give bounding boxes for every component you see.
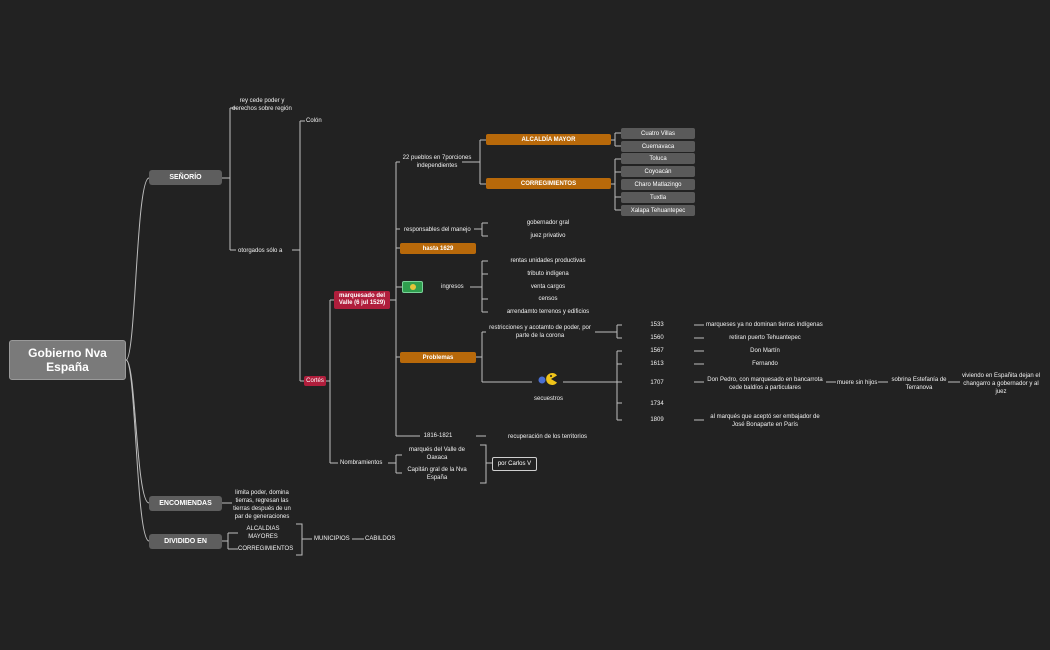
dividido-node[interactable]: DIVIDIDO EN — [149, 534, 222, 549]
responsable-item[interactable]: gobernador gral — [526, 220, 570, 226]
alcaldia-item[interactable]: Cuernavaca — [621, 141, 695, 152]
municipios-node[interactable]: MUNICIPIOS — [314, 536, 350, 542]
colon-node[interactable]: Colón — [306, 118, 322, 124]
responsable-item[interactable]: juez privativo — [530, 233, 566, 239]
secuestro-item[interactable]: Fernando — [752, 361, 778, 367]
encomiendas-node[interactable]: ENCOMIENDAS — [149, 496, 222, 511]
corregimiento-item[interactable]: Tuxtla — [621, 192, 695, 203]
year-label[interactable]: 1560 — [650, 335, 664, 341]
pueblos-node[interactable]: 22 pueblos en 7porciones independientes — [402, 155, 472, 169]
year-label[interactable]: 1613 — [650, 361, 664, 367]
alcaldia-mayor-node[interactable]: ALCALDÍA MAYOR — [486, 134, 611, 145]
carlos-v-node[interactable]: por Carlos V — [492, 457, 537, 471]
year-label[interactable]: 1734 — [650, 401, 664, 407]
responsables-node[interactable]: responsables del manejo — [404, 227, 471, 233]
pacman-icon — [537, 372, 559, 386]
restricciones-node[interactable]: restricciones y acotamto de poder, por p… — [489, 325, 591, 339]
marquesado-node[interactable]: marquesado del Valle (6 jul 1529) — [334, 291, 390, 309]
secuestros-node[interactable]: secuestros — [534, 396, 564, 402]
years-1816-node[interactable]: 1816-1821 — [423, 433, 453, 439]
corregimiento-item[interactable]: Charo Matlazingo — [621, 179, 695, 190]
rey-node[interactable]: rey cede poder y derechos sobre región — [232, 98, 292, 112]
viviendo-node[interactable]: viviendo en Españita dejan el changarro … — [961, 373, 1041, 395]
problemas-node[interactable]: Problemas — [400, 352, 476, 363]
ingreso-item[interactable]: tributo indígena — [527, 271, 569, 277]
secuestro-item[interactable]: Don Martín — [750, 348, 780, 354]
capitan-node[interactable]: Capitán gral de la Nva España — [407, 467, 467, 481]
alcaldia-item[interactable]: Cuatro Villas — [621, 128, 695, 139]
year-label[interactable]: 1567 — [650, 348, 664, 354]
year-label[interactable]: 1533 — [650, 322, 664, 328]
muere-node[interactable]: muere sin hijos — [837, 380, 878, 386]
ingreso-item[interactable]: censos — [538, 296, 558, 302]
corregimiento-item[interactable]: Coyoacán — [621, 166, 695, 177]
nombramientos-node[interactable]: Nombramientos — [340, 460, 383, 466]
otorgados-node[interactable]: otorgados sólo a — [238, 248, 283, 254]
corregimientos-div-node[interactable]: CORREGIMIENTOS — [238, 546, 294, 552]
alcaldias-node[interactable]: ALCALDIAS MAYORES — [246, 526, 280, 540]
encomiendas-text[interactable]: limita poder, domina tierras, regresan l… — [233, 490, 291, 520]
estefania-node[interactable]: sobrina Estefanía de Terranova — [891, 377, 947, 391]
ingreso-item[interactable]: rentas unidades productivas — [510, 258, 586, 264]
hasta-1629-node[interactable]: hasta 1629 — [400, 243, 476, 254]
cabildos-node[interactable]: CABILDOS — [365, 536, 396, 542]
recuperacion-node[interactable]: recuperación de los territorios — [508, 434, 588, 440]
secuestro-item[interactable]: al marqués que aceptó ser embajador de J… — [710, 414, 820, 428]
year-label[interactable]: 1809 — [650, 417, 664, 423]
root-node[interactable]: Gobierno Nva España — [9, 340, 126, 380]
ingresos-node[interactable]: ingresos — [441, 284, 464, 290]
corregimiento-item[interactable]: Xalapa Tehuantepec — [621, 205, 695, 216]
ingreso-item[interactable]: venta cargos — [530, 284, 566, 290]
year-label[interactable]: 1707 — [650, 380, 664, 386]
secuestro-item[interactable]: Don Pedro, con marquesado en bancarrota … — [707, 377, 823, 391]
cortes-node[interactable]: Cortés — [304, 376, 326, 386]
marques-node[interactable]: marqués del Valle de Oaxaca — [409, 447, 465, 461]
senorio-node[interactable]: SEÑORÍO — [149, 170, 222, 185]
corregimientos-node[interactable]: CORREGIMIENTOS — [486, 178, 611, 189]
ingreso-item[interactable]: arrendamto terrenos y edificios — [506, 309, 590, 315]
money-icon — [402, 281, 423, 293]
corregimiento-item[interactable]: Toluca — [621, 153, 695, 164]
restriccion-item[interactable]: retiran puerto Tehuantepec — [729, 335, 801, 341]
restriccion-item[interactable]: marqueses ya no dominan tierras indígena… — [706, 322, 823, 328]
